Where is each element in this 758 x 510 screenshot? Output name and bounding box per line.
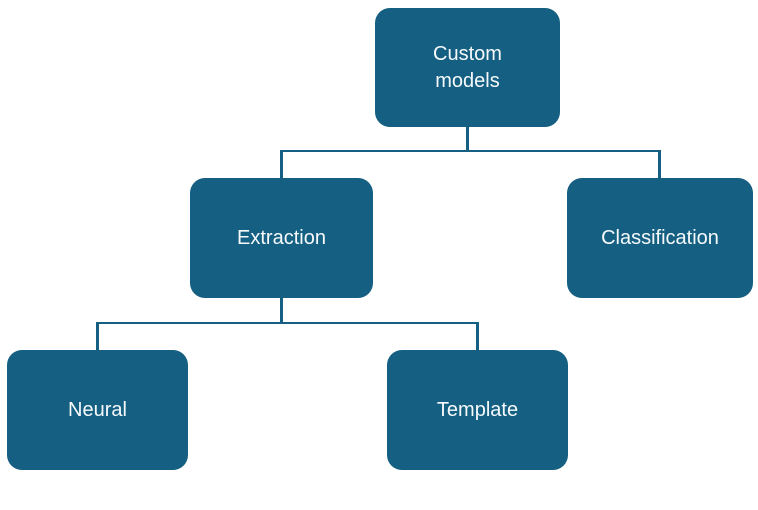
connector-to-extraction [280,150,283,178]
node-neural: Neural [7,350,188,470]
connector-to-neural [96,322,99,350]
connector-level1-horizontal [281,150,661,152]
node-custom-models: Custom models [375,8,560,127]
node-template: Template [387,350,568,470]
connector-to-classification [658,150,661,178]
node-classification: Classification [567,178,753,298]
connector-custom-models-down [466,127,469,152]
node-custom-models-label: Custom models [433,42,502,92]
node-neural-label: Neural [68,398,127,421]
node-extraction: Extraction [190,178,373,298]
connector-level2-horizontal [96,322,479,324]
node-extraction-label: Extraction [237,226,326,249]
connector-to-template [476,322,479,350]
connector-extraction-down [280,298,283,324]
node-template-label: Template [436,398,519,421]
node-classification-label: Classification [601,226,719,249]
